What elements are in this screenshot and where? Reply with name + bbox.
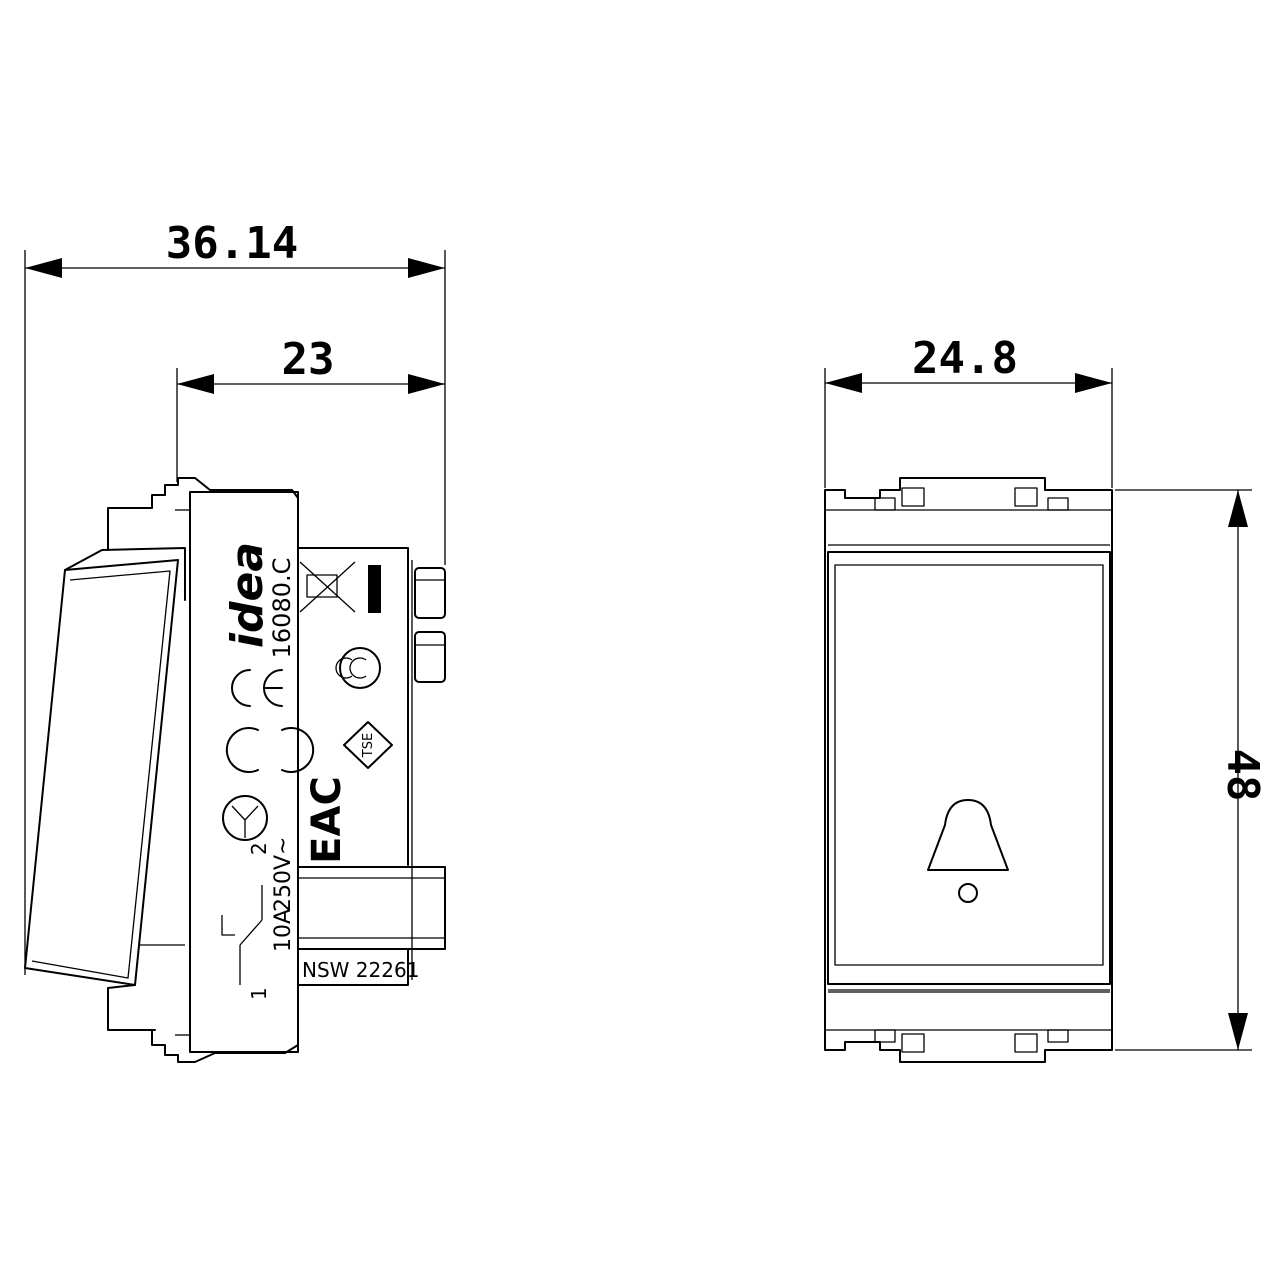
ce-mark-icon	[231, 669, 283, 707]
arrowhead-left	[25, 258, 62, 278]
bottom-clip-left	[901, 1033, 925, 1053]
eac-mark: EAC	[304, 776, 350, 864]
brand-label: idea	[222, 542, 273, 648]
rocker-key	[24, 559, 179, 986]
article-label: 16080.C	[268, 558, 296, 659]
terminal-screw-1	[414, 567, 446, 619]
arrowhead-right	[408, 374, 445, 394]
dimension-overall-width: 36.14	[24, 218, 446, 975]
switch-symbol-icon	[221, 885, 263, 985]
dimension-body-width: 23	[176, 334, 445, 482]
dimension-label-overall: 36.14	[166, 218, 298, 269]
approval-code-label: NSW 22261	[302, 958, 419, 982]
terminal-screw-2	[414, 631, 446, 683]
terminal-1-label: 1	[247, 987, 271, 1000]
top-clip-left	[901, 487, 925, 507]
front-view	[824, 477, 1113, 1063]
arrowhead-right	[1075, 373, 1112, 393]
dimension-label-front-height: 48	[1217, 749, 1268, 802]
rating-stripe	[368, 565, 381, 613]
dimension-label-front-width: 24.8	[912, 333, 1018, 384]
push-button	[827, 551, 1111, 985]
arrowhead-left	[177, 374, 214, 394]
c-mark-icon	[225, 727, 315, 773]
arrowhead-bottom	[1228, 1013, 1248, 1050]
dimension-front-width: 24.8	[824, 333, 1113, 488]
bottom-clip-right	[1014, 1033, 1038, 1053]
tse-mark-icon: TSE	[343, 721, 393, 769]
arrowhead-right	[408, 258, 445, 278]
svg-text:TSE: TSE	[361, 733, 376, 758]
cable-clamp	[297, 866, 446, 950]
rating-voltage-label: 250V~	[271, 837, 296, 912]
dimension-front-height: 48	[1115, 489, 1268, 1051]
arrowhead-left	[825, 373, 862, 393]
bell-icon	[927, 799, 1009, 903]
arrowhead-top	[1228, 490, 1248, 527]
side-view: idea 16080.C TSE EAC	[24, 477, 446, 1063]
rostest-mark-icon	[222, 795, 268, 841]
terminal-2-label: 2	[247, 842, 271, 855]
top-clip-right	[1014, 487, 1038, 507]
no-pressure-icon	[299, 561, 356, 613]
dimension-label-body: 23	[282, 334, 335, 385]
rating-current-label: 10A	[271, 909, 296, 952]
imq-mark-icon	[335, 647, 381, 689]
